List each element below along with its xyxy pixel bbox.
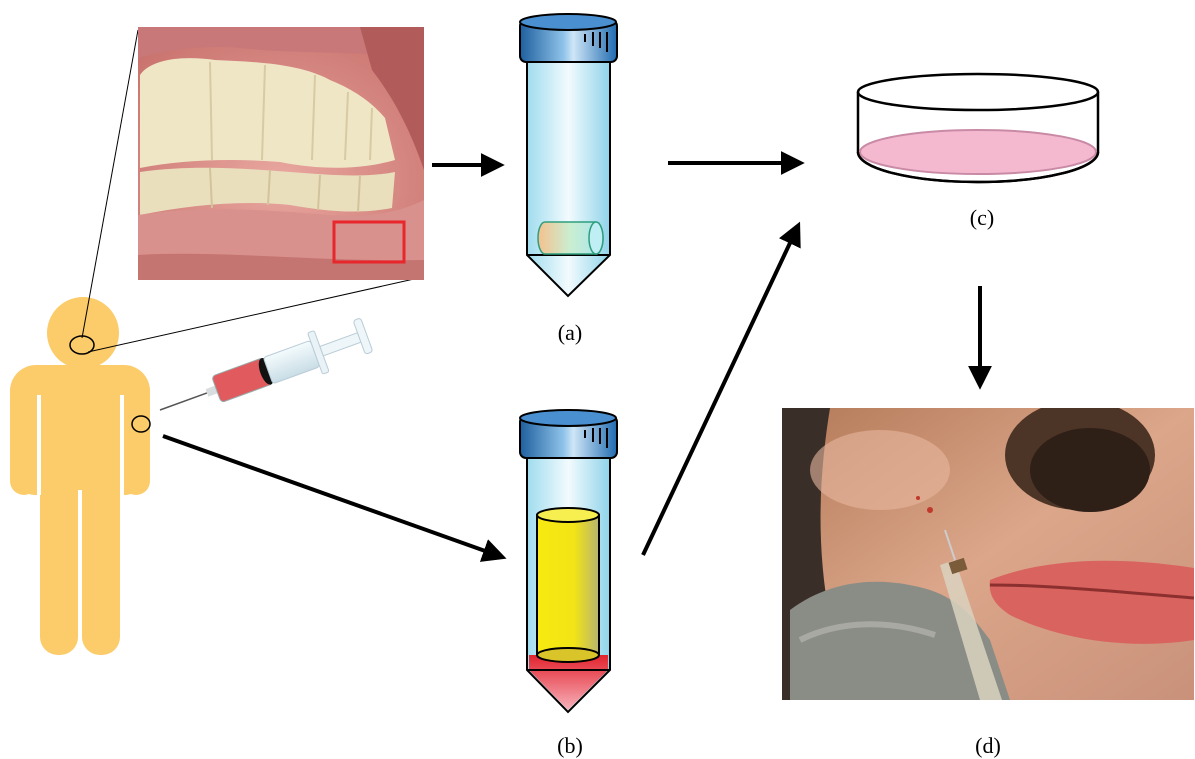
label-d: (d) <box>958 733 1018 759</box>
syringe-icon <box>152 314 374 431</box>
centrifuge-tube-icon <box>520 410 617 712</box>
arrow-tube-b-to-dish <box>643 226 798 555</box>
person-silhouette-icon <box>10 297 150 655</box>
injection-photo <box>782 400 1194 700</box>
gum-tissue-photo <box>138 27 424 280</box>
label-a: (a) <box>540 320 600 346</box>
centrifuge-tube-icon <box>520 14 617 296</box>
label-b: (b) <box>540 733 600 759</box>
petri-dish-icon <box>858 74 1098 182</box>
label-c: (c) <box>952 205 1012 231</box>
zoom-line-bottom <box>88 277 423 352</box>
arrow-arm-to-tube-b <box>163 436 502 557</box>
zoom-line-top <box>82 30 138 338</box>
